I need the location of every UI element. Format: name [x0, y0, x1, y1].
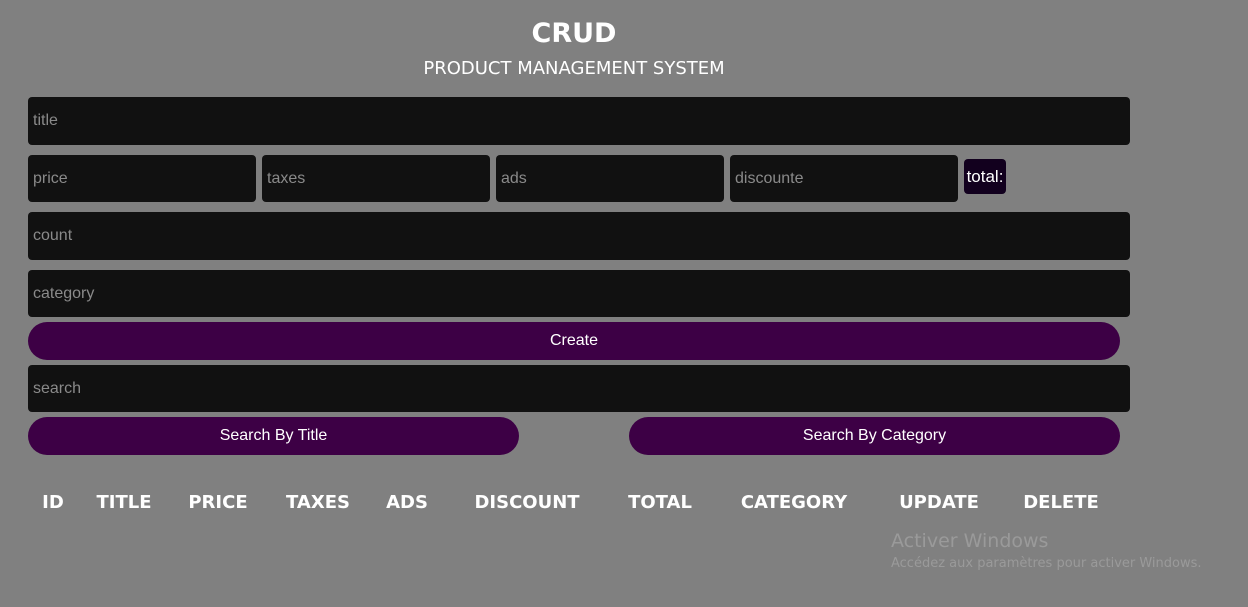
discount-input[interactable]	[730, 155, 958, 202]
header-delete: DELETE	[1023, 492, 1099, 513]
search-by-category-button[interactable]: Search By Category	[629, 417, 1120, 455]
header-update: UPDATE	[899, 492, 979, 513]
header-discount: DISCOUNT	[474, 492, 580, 513]
total-display: total:	[964, 159, 1006, 194]
header-total: TOTAL	[628, 492, 692, 513]
ads-input[interactable]	[496, 155, 724, 202]
header-ads: ADS	[386, 492, 428, 513]
price-input[interactable]	[28, 155, 256, 202]
activation-watermark-text: Accédez aux paramètres pour activer Wind…	[891, 556, 1202, 571]
taxes-input[interactable]	[262, 155, 490, 202]
page-subtitle: PRODUCT MANAGEMENT SYSTEM	[423, 58, 725, 79]
search-by-title-button[interactable]: Search By Title	[28, 417, 519, 455]
search-input[interactable]	[28, 365, 1130, 412]
category-input[interactable]	[28, 270, 1130, 317]
header-price: PRICE	[188, 492, 248, 513]
activation-watermark-title: Activer Windows	[891, 530, 1049, 552]
count-input[interactable]	[28, 212, 1130, 260]
create-button[interactable]: Create	[28, 322, 1120, 360]
header-category: CATEGORY	[740, 492, 848, 513]
title-input[interactable]	[28, 97, 1130, 145]
page-title: CRUD	[531, 18, 617, 49]
header-id: ID	[42, 492, 64, 513]
header-taxes: TAXES	[286, 492, 350, 513]
header-title: TITLE	[96, 492, 152, 513]
